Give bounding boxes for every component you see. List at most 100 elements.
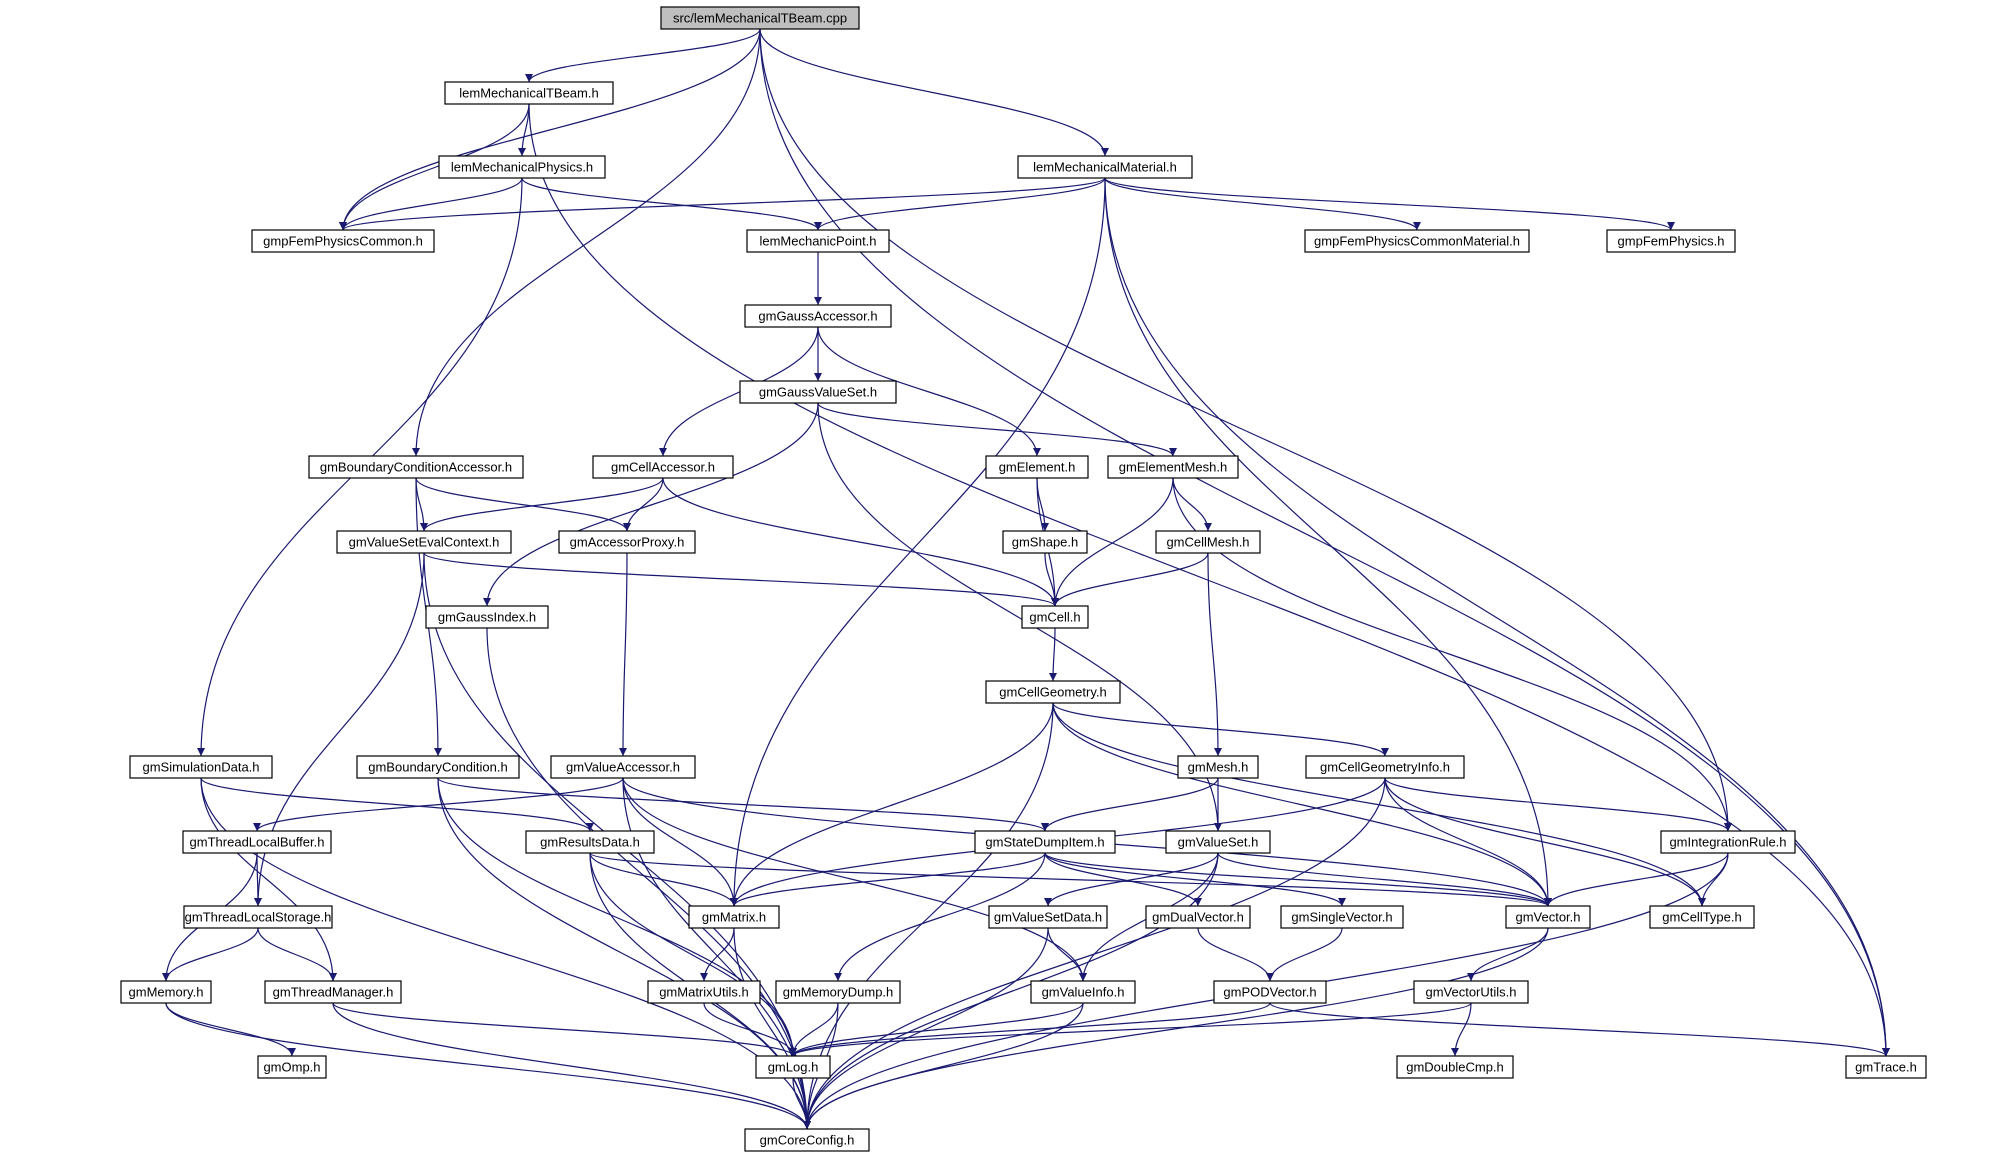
edge-gidx-to-core [486, 627, 811, 1130]
edge-sdi-to-mdump [834, 852, 1046, 982]
node-trace[interactable]: gmTrace.h [1845, 1055, 1927, 1079]
node-mem[interactable]: gmMemory.h [120, 980, 212, 1004]
node-label: gmTrace.h [1855, 1060, 1917, 1075]
node-aproxy[interactable]: gmAccessorProxy.h [558, 530, 696, 554]
node-material[interactable]: lemMechanicalMaterial.h [1017, 155, 1193, 179]
node-root[interactable]: src/lemMechanicalTBeam.cpp [660, 6, 860, 30]
edge-gacc-to-elem [817, 326, 1041, 457]
edge-root-to-bca [412, 28, 761, 457]
node-label: gmThreadLocalBuffer.h [190, 835, 325, 850]
node-cmesh[interactable]: gmCellMesh.h [1155, 530, 1261, 554]
edge-tman-to-log [332, 1002, 797, 1057]
node-fp[interactable]: gmpFemPhysics.h [1606, 229, 1736, 253]
node-bc[interactable]: gmBoundaryCondition.h [356, 755, 520, 779]
node-vsd[interactable]: gmValueSetData.h [988, 905, 1108, 929]
node-vacc[interactable]: gmValueAccessor.h [550, 755, 696, 779]
edge-root-to-irule [759, 28, 1732, 832]
node-label: lemMechanicalPhysics.h [451, 160, 593, 175]
node-cell[interactable]: gmCell.h [1021, 605, 1089, 629]
node-tls[interactable]: gmThreadLocalStorage.h [183, 905, 333, 929]
node-simd[interactable]: gmSimulationData.h [129, 755, 273, 779]
node-box [1413, 980, 1529, 1004]
edge-cgi-to-core [803, 777, 1386, 1130]
node-tbeam[interactable]: lemMechanicalTBeam.h [444, 81, 614, 105]
node-sdi[interactable]: gmStateDumpItem.h [974, 830, 1116, 854]
edge-vset-to-vec [1217, 852, 1552, 907]
node-label: gmpFemPhysicsCommon.h [263, 234, 423, 249]
edge-cgeo-to-cgi [1052, 702, 1389, 757]
node-box [1845, 1055, 1927, 1079]
node-vutils[interactable]: gmVectorUtils.h [1413, 980, 1529, 1004]
node-cgeo[interactable]: gmCellGeometry.h [985, 680, 1121, 704]
node-fpc[interactable]: gmpFemPhysicsCommon.h [251, 229, 435, 253]
node-box [525, 830, 655, 854]
node-dvec[interactable]: gmDualVector.h [1145, 905, 1251, 929]
node-vset[interactable]: gmValueSet.h [1165, 830, 1271, 854]
node-gvs[interactable]: gmGaussValueSet.h [739, 380, 897, 404]
node-log[interactable]: gmLog.h [755, 1055, 831, 1079]
node-box [988, 905, 1108, 929]
node-bca[interactable]: gmBoundaryConditionAccessor.h [308, 455, 524, 479]
node-emesh[interactable]: gmElementMesh.h [1107, 455, 1239, 479]
node-label: gmPODVector.h [1223, 985, 1316, 1000]
node-box [336, 530, 512, 554]
edge-material-to-fpc [339, 177, 1106, 231]
node-physics[interactable]: lemMechanicalPhysics.h [438, 155, 606, 179]
node-tman[interactable]: gmThreadManager.h [264, 980, 402, 1004]
edge-cacc-to-vsec [420, 477, 664, 532]
node-mesh[interactable]: gmMesh.h [1177, 755, 1259, 779]
node-label: gmGaussAccessor.h [758, 309, 877, 324]
node-irule[interactable]: gmIntegrationRule.h [1660, 830, 1796, 854]
node-tlb[interactable]: gmThreadLocalBuffer.h [182, 830, 332, 854]
node-gacc[interactable]: gmGaussAccessor.h [744, 304, 892, 328]
node-point[interactable]: lemMechanicPoint.h [746, 229, 890, 253]
node-cgi[interactable]: gmCellGeometryInfo.h [1305, 755, 1465, 779]
node-resd[interactable]: gmResultsData.h [525, 830, 655, 854]
edge-matrix-to-core [733, 927, 811, 1130]
node-label: lemMechanicalMaterial.h [1033, 160, 1177, 175]
edge-cgeo-to-matrix [730, 702, 1054, 907]
node-core[interactable]: gmCoreConfig.h [744, 1128, 870, 1152]
node-box [739, 380, 897, 404]
node-box [647, 980, 761, 1004]
edge-simd-to-resd [200, 777, 594, 832]
edge-physics-to-point [521, 177, 822, 231]
edge-resd-to-matrix [589, 852, 738, 907]
node-box [1660, 830, 1796, 854]
node-vsec[interactable]: gmValueSetEvalContext.h [336, 530, 512, 554]
node-podv[interactable]: gmPODVector.h [1213, 980, 1327, 1004]
node-vinfo[interactable]: gmValueInfo.h [1030, 980, 1136, 1004]
node-gidx[interactable]: gmGaussIndex.h [425, 605, 549, 629]
node-box [1305, 755, 1465, 779]
node-fpcm[interactable]: gmpFemPhysicsCommonMaterial.h [1304, 229, 1530, 253]
node-cacc[interactable]: gmCellAccessor.h [592, 455, 734, 479]
node-box [1649, 905, 1755, 929]
edge-matrix-to-mutils [700, 927, 735, 982]
node-elem[interactable]: gmElement.h [985, 455, 1089, 479]
edge-bc-to-log [437, 777, 797, 1057]
node-box [550, 755, 696, 779]
node-label: gmElement.h [999, 460, 1076, 475]
node-svec[interactable]: gmSingleVector.h [1280, 905, 1404, 929]
node-label: gmThreadManager.h [273, 985, 394, 1000]
node-matrix[interactable]: gmMatrix.h [688, 905, 780, 929]
edge-bc-to-sdi [437, 777, 1049, 832]
node-ctype[interactable]: gmCellType.h [1649, 905, 1755, 929]
node-box [1396, 1055, 1514, 1079]
edge-root-to-fpc [339, 28, 761, 231]
node-box [1021, 605, 1089, 629]
node-label: gmGaussIndex.h [438, 610, 536, 625]
node-vec[interactable]: gmVector.h [1505, 905, 1591, 929]
node-dcmp[interactable]: gmDoubleCmp.h [1396, 1055, 1514, 1079]
node-label: gmCellAccessor.h [611, 460, 715, 475]
edge-mem-to-omp [165, 1002, 296, 1057]
edge-simd-to-tman [200, 777, 337, 982]
node-label: gmSingleVector.h [1291, 910, 1392, 925]
node-omp[interactable]: gmOmp.h [257, 1055, 327, 1079]
node-mutils[interactable]: gmMatrixUtils.h [647, 980, 761, 1004]
node-label: gmShape.h [1012, 535, 1079, 550]
node-shape[interactable]: gmShape.h [1002, 530, 1088, 554]
node-mdump[interactable]: gmMemoryDump.h [775, 980, 901, 1004]
edge-physics-to-fpc [339, 177, 523, 231]
edge-cmesh-to-cell [1051, 552, 1209, 607]
